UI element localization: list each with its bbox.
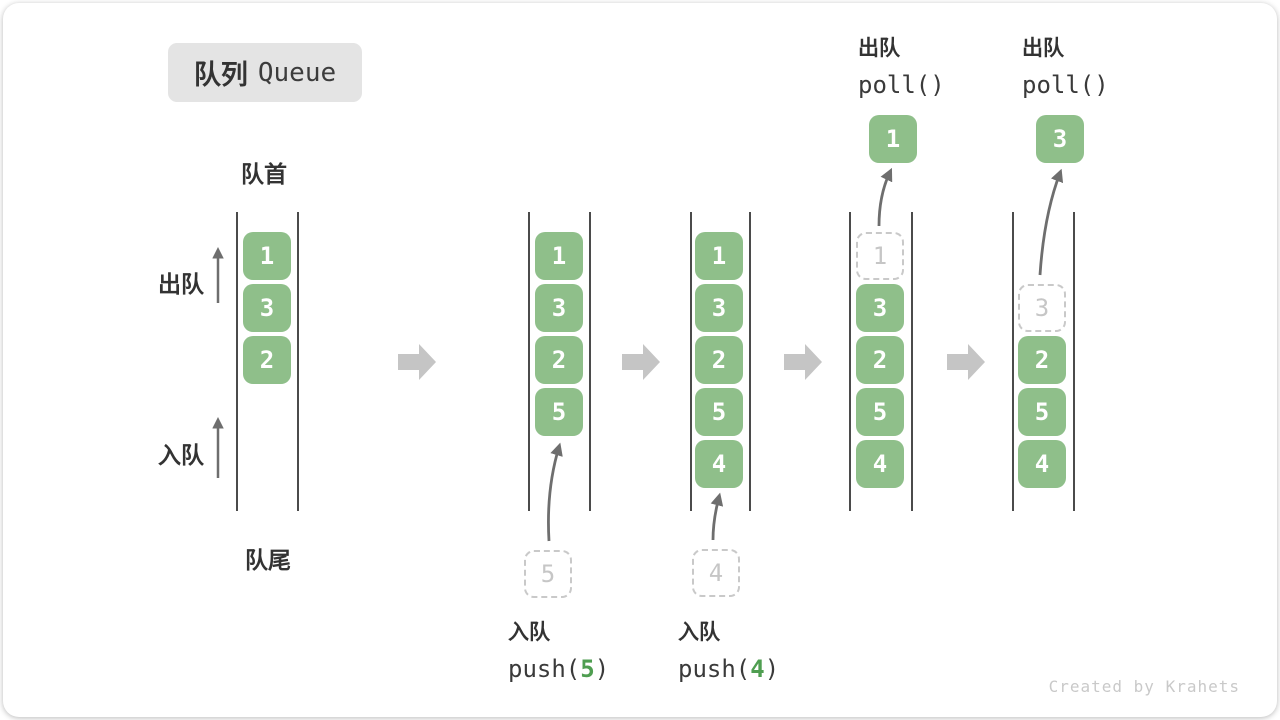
queue-cell: 3 xyxy=(535,284,583,332)
op-poll2: 出队 poll() xyxy=(1022,30,1109,104)
queue-cell: 1 xyxy=(695,232,743,280)
push4-arrow xyxy=(710,492,724,541)
queue-cell: 4 xyxy=(1018,440,1066,488)
queue-cell: 2 xyxy=(1018,336,1066,384)
queue-cell: 3 xyxy=(856,284,904,332)
op-poll1: 出队 poll() xyxy=(858,30,945,104)
queue-cell: 1 xyxy=(243,232,291,280)
queue1-left-rail xyxy=(236,212,238,511)
op-push5: 入队 push(5) xyxy=(508,614,609,688)
queue-cell: 3 xyxy=(695,284,743,332)
poll1-arrow xyxy=(877,167,893,227)
queue-cell: 4 xyxy=(695,440,743,488)
op-poll1-label: 出队 xyxy=(858,37,900,60)
queue-cell: 2 xyxy=(535,336,583,384)
op-push4-arg: 4 xyxy=(750,655,765,683)
queue-cell: 5 xyxy=(535,388,583,436)
removed-cell: 1 xyxy=(856,232,904,280)
op-push4-code: push(4) xyxy=(678,655,780,683)
label-enqueue-left: 入队 xyxy=(158,442,204,468)
queue-cell: 5 xyxy=(695,388,743,436)
op-push5-arg: 5 xyxy=(580,655,595,683)
dequeued-cell: 1 xyxy=(869,115,917,163)
title-chinese: 队列 xyxy=(193,60,248,90)
poll3-arrow xyxy=(1038,168,1064,276)
dequeued-cell: 3 xyxy=(1036,115,1084,163)
transition-arrow-3 xyxy=(784,344,822,380)
queue2-left-rail xyxy=(528,212,530,511)
queue4-left-rail xyxy=(849,212,851,511)
label-queue-rear: 队尾 xyxy=(245,547,291,573)
label-queue-front: 队首 xyxy=(241,161,287,187)
op-push5-code: push(5) xyxy=(508,655,610,683)
queue2-right-rail xyxy=(589,212,591,511)
op-poll2-label: 出队 xyxy=(1022,37,1064,60)
title-english: Queue xyxy=(257,57,337,88)
push5-arrow xyxy=(547,442,563,542)
queue5-left-rail xyxy=(1012,212,1014,511)
transition-arrow-4 xyxy=(947,344,985,380)
title-badge: 队列 Queue xyxy=(168,43,362,102)
queue-cell: 2 xyxy=(856,336,904,384)
pending-cell: 4 xyxy=(692,549,740,597)
queue-cell: 5 xyxy=(1018,388,1066,436)
queue4-right-rail xyxy=(911,212,913,511)
queue5-right-rail xyxy=(1073,212,1075,511)
op-poll2-code: poll() xyxy=(1022,71,1109,99)
op-push4-label: 入队 xyxy=(678,621,720,644)
op-poll1-code: poll() xyxy=(858,71,945,99)
pending-cell: 5 xyxy=(524,550,572,598)
queue-cell: 4 xyxy=(856,440,904,488)
queue-cell: 2 xyxy=(695,336,743,384)
op-push5-label: 入队 xyxy=(508,621,550,644)
transition-arrow-2 xyxy=(622,344,660,380)
removed-cell: 3 xyxy=(1018,284,1066,332)
label-dequeue-left: 出队 xyxy=(158,271,204,297)
queue-cell: 2 xyxy=(243,336,291,384)
transition-arrow-1 xyxy=(398,344,436,380)
queue-cell: 3 xyxy=(243,284,291,332)
queue3-right-rail xyxy=(749,212,751,511)
queue-cell: 5 xyxy=(856,388,904,436)
queue1-right-rail xyxy=(297,212,299,511)
queue3-left-rail xyxy=(690,212,692,511)
op-push4: 入队 push(4) xyxy=(678,614,779,688)
queue-cell: 1 xyxy=(535,232,583,280)
credit-text: Created by Krahets xyxy=(1048,677,1240,696)
